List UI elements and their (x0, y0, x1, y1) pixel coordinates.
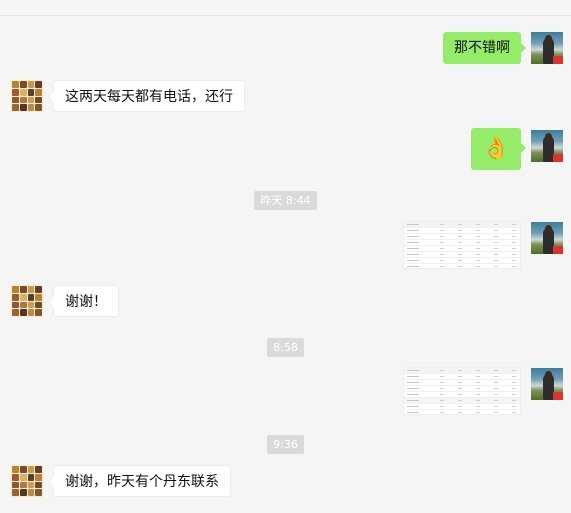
message-bubble-incoming[interactable]: 谢谢，昨天有个丹东联系 (48, 465, 231, 497)
emoji-message-bubble[interactable]: 👌 (471, 128, 526, 170)
image-table-row (404, 234, 520, 240)
avatar-figure (543, 374, 554, 400)
avatar-head (545, 133, 552, 141)
image-table-row (404, 368, 520, 374)
avatar-figure (543, 38, 554, 64)
avatar-figure (543, 136, 554, 162)
message-bubble-outgoing[interactable]: 那不错啊 (443, 32, 526, 64)
image-table-row (404, 380, 520, 386)
image-table-row (404, 392, 520, 398)
contact-avatar[interactable] (11, 80, 43, 112)
message-bubble-incoming[interactable]: 谢谢！ (48, 285, 119, 317)
message-bubble-incoming[interactable]: 这两天每天都有电话，还行 (48, 80, 245, 112)
timestamp-label: 8:58 (267, 338, 304, 357)
image-table-row (404, 374, 520, 380)
self-avatar[interactable] (531, 222, 563, 254)
image-table-row (404, 264, 520, 268)
image-table-row (404, 222, 520, 228)
avatar-figure (543, 228, 554, 254)
image-table-row (404, 258, 520, 264)
self-avatar[interactable] (531, 368, 563, 400)
image-message-spreadsheet[interactable] (403, 221, 521, 269)
timestamp-label: 9:36 (267, 435, 304, 454)
image-table-row (404, 404, 520, 410)
flag-icon (553, 246, 563, 254)
flag-icon (553, 154, 563, 162)
image-table-row (404, 252, 520, 258)
image-message-spreadsheet[interactable] (403, 367, 521, 415)
contact-avatar[interactable] (11, 465, 43, 497)
image-table-row (404, 246, 520, 252)
timestamp: 9:36 (0, 433, 571, 454)
image-table-row (404, 398, 520, 404)
image-table-row (404, 410, 520, 414)
self-avatar[interactable] (531, 130, 563, 162)
avatar-head (545, 371, 552, 379)
image-table-row (404, 228, 520, 234)
flag-icon (553, 56, 563, 64)
flag-icon (553, 392, 563, 400)
window-top-border (0, 15, 571, 16)
self-avatar[interactable] (531, 32, 563, 64)
timestamp: 8:58 (0, 336, 571, 357)
avatar-head (545, 225, 552, 233)
image-table-row (404, 240, 520, 246)
avatar-head (545, 35, 552, 43)
contact-avatar[interactable] (11, 285, 43, 317)
ok-hand-emoji-icon: 👌 (482, 136, 510, 161)
timestamp-label: 昨天 8:44 (254, 191, 317, 210)
timestamp: 昨天 8:44 (0, 189, 571, 210)
image-table-row (404, 386, 520, 392)
